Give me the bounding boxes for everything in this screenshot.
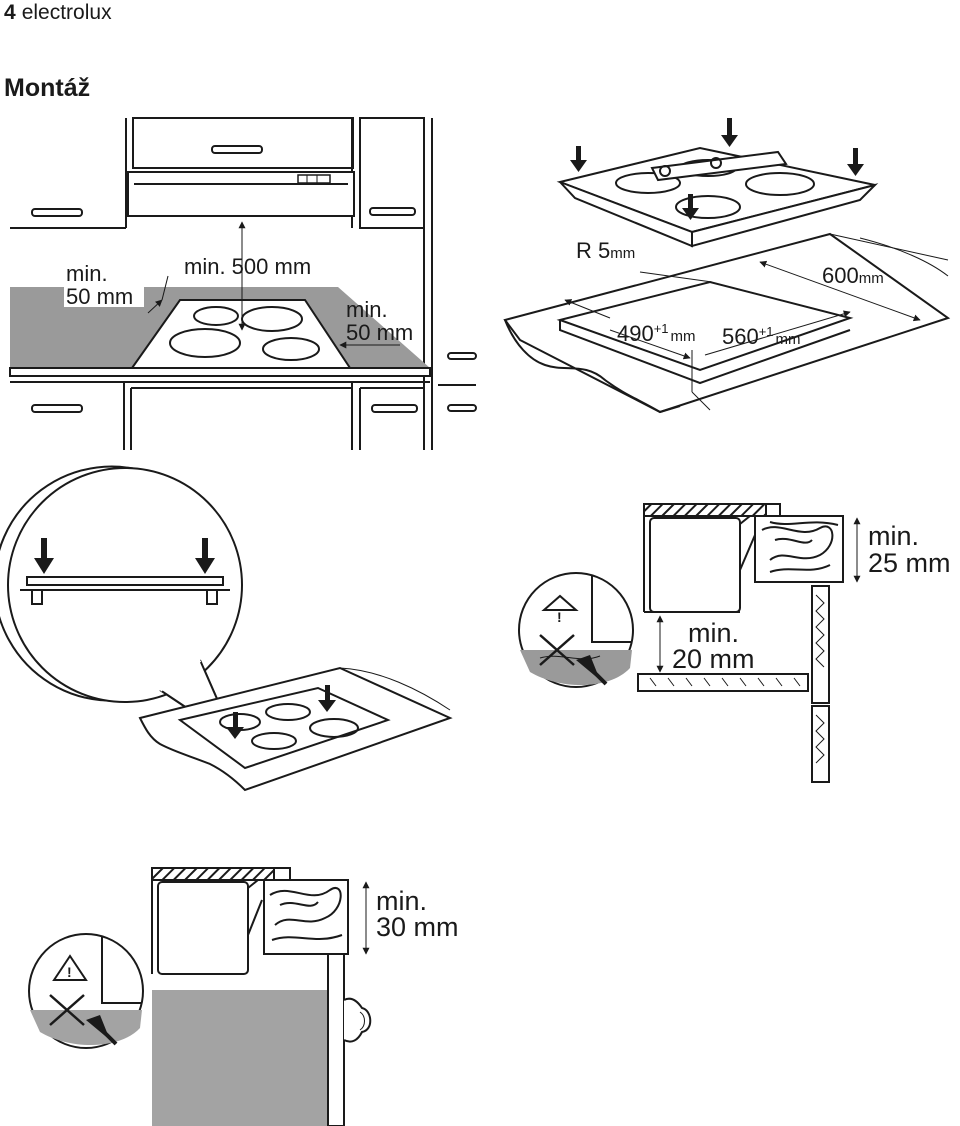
- brand-name: electrolux: [21, 1, 112, 24]
- figure5-labels: min. 30 mm !: [67, 886, 459, 980]
- label-min-50-right-line1: min.: [346, 297, 388, 322]
- label-min-20-line2: 20 mm: [672, 644, 755, 674]
- warning-icon: !: [557, 609, 562, 625]
- label-min-500: min. 500 mm: [184, 254, 311, 279]
- figure-kitchen-clearances: [9, 117, 477, 450]
- label-cut-depth-unit: mm: [671, 328, 696, 345]
- figure-section-drawer: [518, 503, 861, 783]
- label-min-30-line2: 30 mm: [376, 912, 459, 942]
- figure1-labels: min. 50 mm min. 500 mm min. 50 mm: [64, 254, 413, 345]
- label-min-50-right-line2: 50 mm: [346, 320, 413, 345]
- label-min-50-left-line2: 50 mm: [66, 284, 133, 309]
- label-min-25-line1: min.: [868, 521, 919, 551]
- label-cut-width-560: 560: [722, 324, 759, 349]
- label-min-30-line1: min.: [376, 886, 427, 916]
- section-title: Montáž: [4, 74, 91, 102]
- label-cut-width-unit: mm: [776, 331, 801, 348]
- figure4-labels: min. 25 mm min. 20 mm !: [557, 521, 951, 674]
- figure-section-oven: [28, 867, 372, 1126]
- label-min-25-line2: 25 mm: [868, 548, 951, 578]
- svg-text:560+1mm: 560+1mm: [722, 324, 801, 349]
- svg-text:R 5mm: R 5mm: [576, 238, 635, 263]
- figure-cutout-dimensions: [503, 118, 951, 414]
- label-min-20-line1: min.: [688, 618, 739, 648]
- svg-text:600mm: 600mm: [822, 263, 884, 288]
- label-cut-depth-tol: +1: [654, 321, 669, 336]
- label-width-600: 600: [822, 263, 859, 288]
- figure-seal-detail: [0, 465, 453, 792]
- page-number: 4: [4, 1, 16, 24]
- label-width-unit: mm: [859, 270, 884, 287]
- label-radius: R 5: [576, 238, 610, 263]
- warning-icon: !: [67, 964, 72, 980]
- label-cut-depth-490: 490: [617, 321, 654, 346]
- label-cut-width-tol: +1: [759, 324, 774, 339]
- label-radius-unit: mm: [610, 245, 635, 262]
- label-min-50-left-line1: min.: [66, 261, 108, 286]
- svg-text:490+1mm: 490+1mm: [617, 321, 696, 346]
